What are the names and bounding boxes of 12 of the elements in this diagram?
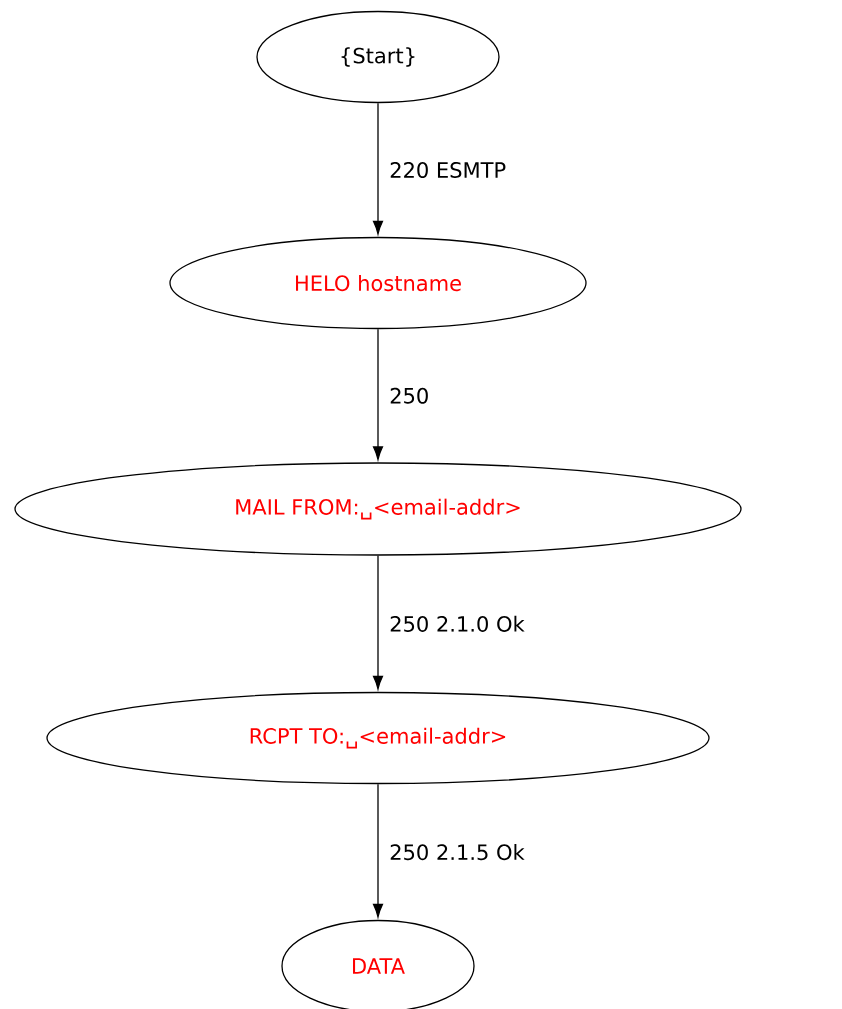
edge-label: 250 2.1.5 Ok (390, 843, 525, 861)
arrow (372, 328, 384, 461)
ellipse-node: HELO hostname (169, 236, 587, 330)
ellipse-node: {Start} (256, 10, 500, 104)
ellipse-node: RCPT TO:␣<email-addr> (46, 691, 710, 785)
edge-label: 220 ESMTP (390, 162, 506, 178)
edge-label: 250 2.1.0 Ok (390, 615, 525, 632)
arrow (372, 783, 384, 918)
ellipse-node: MAIL FROM:␣<email-addr> (14, 462, 742, 556)
arrow (372, 555, 384, 690)
arrow (372, 102, 384, 235)
edge-label: 250 (390, 387, 428, 404)
